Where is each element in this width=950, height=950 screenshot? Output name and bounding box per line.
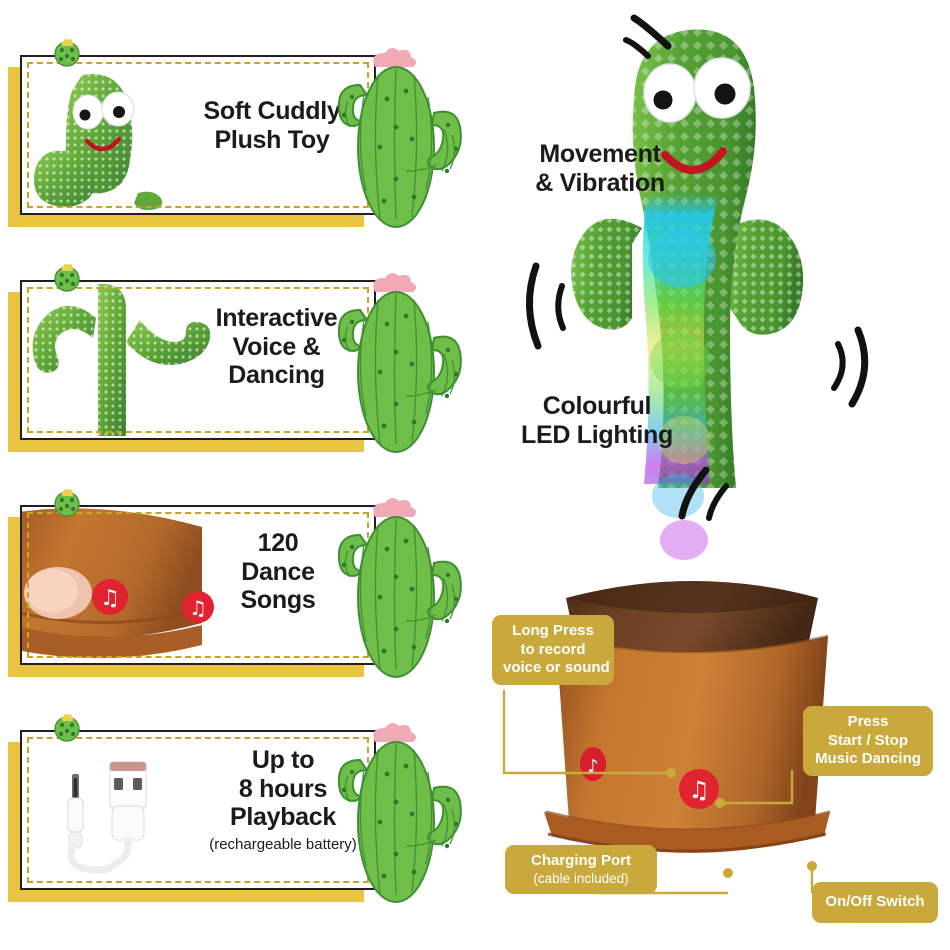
callout-charging-port[interactable]: Charging Port (cable included) <box>505 845 657 895</box>
decorative-cactus-illustration <box>337 272 462 453</box>
callout-long-press-record[interactable]: Long Press to record voice or sound <box>492 615 614 685</box>
panel-caption-up-to-8-hours-playback: Up to 8 hours Playback (rechargeable bat… <box>198 746 368 853</box>
panel-white-card: Interactive Voice & Dancing <box>20 280 376 440</box>
panel-caption-soft-cuddly-plush-toy: Soft Cuddly Plush Toy <box>203 97 341 154</box>
mini-cactus-icon <box>54 713 80 742</box>
panel-caption-120-dance-songs: 120 Dance Songs <box>240 529 316 614</box>
svg-text:♪: ♪ <box>587 756 599 777</box>
mini-cactus-icon <box>54 38 80 67</box>
feature-panel-interactive-voice-and-dancing: Interactive Voice & Dancing <box>8 263 462 453</box>
plush-cactus-arms-photo <box>32 284 211 436</box>
plush-cactus-body-photo <box>33 73 163 211</box>
dancing-cactus-product-photo: ♪ ♫ <box>526 14 869 853</box>
feature-panel-up-to-8-hours-playback: Up to 8 hours Playback (rechargeable bat… <box>8 713 462 903</box>
svg-text:♫: ♫ <box>688 776 710 804</box>
feature-panel-120-dance-songs: ♫ ♫ 120 Dance Songs <box>8 488 462 678</box>
decorative-cactus-illustration <box>337 497 462 678</box>
panel-white-card: Up to 8 hours Playback (rechargeable bat… <box>20 730 376 890</box>
panel-white-card: Soft Cuddly Plush Toy <box>20 55 376 215</box>
decorative-cactus-illustration <box>337 47 462 228</box>
panel-caption-interactive-voice-and-dancing: Interactive Voice & Dancing <box>215 304 338 389</box>
panel-caption-subnote: (rechargeable battery) <box>209 835 357 853</box>
pot-buttons-photo: ♫ ♫ <box>22 508 214 659</box>
feature-panel-soft-cuddly-plush-toy: Soft Cuddly Plush Toy <box>8 38 462 228</box>
callout-charging-port-subnote: (cable included) <box>533 870 629 886</box>
svg-text:♫: ♫ <box>189 596 207 620</box>
decorative-cactus-illustration <box>337 722 462 903</box>
panel-white-card: ♫ ♫ 120 Dance Songs <box>20 505 376 665</box>
hero-product-section: ♪ ♫ Movement & Vibration Colourful LED L… <box>470 0 950 950</box>
svg-text:♫: ♫ <box>100 586 120 611</box>
callout-press-start-stop-music-dancing[interactable]: Press Start / Stop Music Dancing <box>803 706 933 776</box>
hero-label-movement-and-vibration: Movement & Vibration <box>535 140 665 197</box>
mini-cactus-icon <box>54 488 80 517</box>
callout-on-off-switch[interactable]: On/Off Switch <box>812 882 938 923</box>
hero-label-colourful-led-lighting: Colourful LED Lighting <box>521 392 673 449</box>
usb-charging-cable-photo <box>67 761 147 874</box>
mini-cactus-icon <box>54 263 80 292</box>
